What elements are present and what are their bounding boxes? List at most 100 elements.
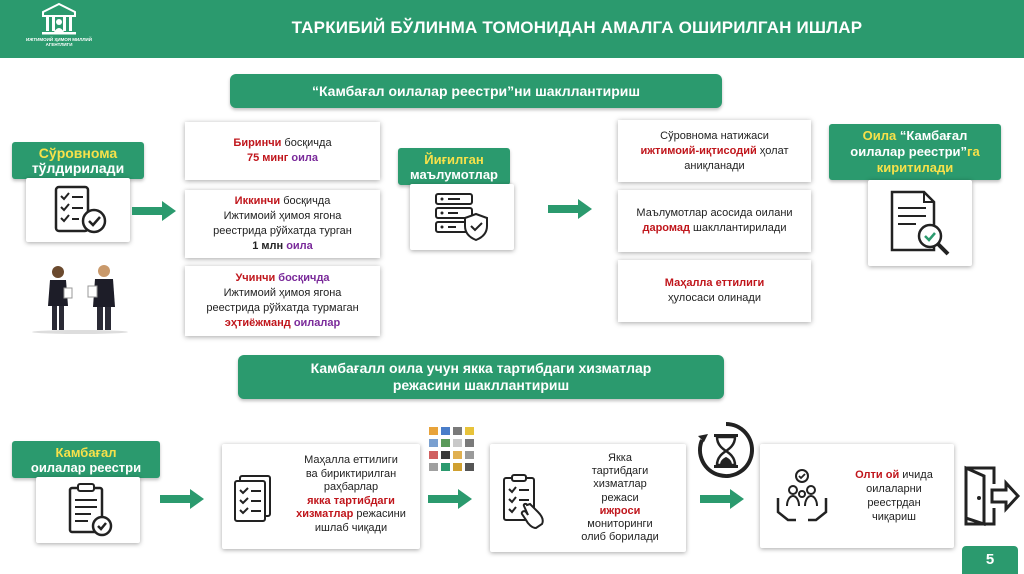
step-1-line-2: ва бириктирилган	[305, 467, 397, 480]
stage-1-line-2: 75 минг оила	[191, 151, 374, 166]
step-1-card: Маҳалла еттилиги ва бириктирилган раҳбар…	[222, 444, 420, 549]
stage-3-text: босқичда	[275, 272, 330, 284]
result-2-card: Маълумотлар асосида оилани даромад шаклл…	[618, 190, 811, 252]
registry-entry-suffix: га	[967, 144, 980, 159]
result-1-card: Сўровнома натижаси ижтимоий-иқтисодий ҳо…	[618, 120, 811, 182]
stage-3-line-4: эҳтиёжманд оилалар	[191, 316, 374, 331]
service-plan-banner: Камбағалл оила учун якка тартибдаги хизм…	[238, 355, 724, 399]
step-1-emphasis-1: якка тартибдаги	[307, 494, 395, 507]
database-icon-card	[410, 184, 514, 250]
arrow-right-icon	[132, 201, 176, 221]
registry-label-line-1: Камбағал	[55, 444, 117, 460]
step-2-card: Якка тартибдаги хизматлар режаси ижроси …	[490, 444, 686, 552]
result-1-line-2: ижтимоий-иқтисодий ҳолат	[624, 144, 805, 159]
step-2-line-6: мониторинги	[587, 518, 653, 531]
stage-1-count: 75 минг	[246, 152, 289, 164]
stage-2-count: 1 млн	[252, 240, 284, 252]
arrow-right-icon	[160, 489, 204, 509]
clipboard-check-icon	[68, 483, 113, 537]
stage-2-emphasis: Иккинчи	[234, 195, 281, 207]
step-3-line-3: реестрдан	[867, 497, 921, 509]
stage-1-line-1: Биринчи босқичда	[191, 136, 374, 151]
result-3-emphasis: Маҳалла еттилиги	[664, 277, 765, 289]
result-2-emphasis: даромад	[642, 222, 690, 234]
document-search-card	[868, 180, 972, 266]
survey-label-line-2: тўлдирилади	[31, 159, 125, 176]
step-2-line-2: тартибдаги	[591, 465, 649, 478]
registry-entry-family: Оила	[862, 128, 900, 143]
stage-1-emphasis: Биринчи	[233, 137, 282, 149]
step-3-text-within: ичида	[899, 469, 933, 481]
header-bar: ИЖТИМОИЙ ҲИМОЯ МИЛЛИЙ АГЕНТЛИГИ ТАРКИБИЙ…	[0, 0, 1024, 58]
collected-data-label: Йиғилган маълумотлар	[398, 148, 510, 185]
result-2-line-2: даромад шакллантирилади	[624, 221, 805, 236]
stage-2-line-3: реестрида рўйхатда турган	[213, 225, 352, 237]
page-title: ТАРКИБИЙ БЎЛИНМА ТОМОНИДАН АМАЛГА ОШИРИЛ…	[291, 18, 863, 37]
documents-checklist-icon	[234, 475, 271, 522]
stage-1-unit: оила	[288, 152, 319, 164]
stage-3-emphasis: Учинчи	[235, 272, 276, 284]
stage-1-card: Биринчи босқичда 75 минг оила	[185, 122, 380, 180]
stage-2-card: Иккинчи босқичда Ижтимоий ҳимоя ягона ре…	[185, 190, 380, 258]
step-1-line-3: раҳбарлар	[323, 481, 379, 493]
arrow-right-icon	[700, 489, 744, 509]
step-1-emphasis-2: хизматлар	[296, 508, 354, 520]
stage-3-card: Учинчи босқичда Ижтимоий ҳимоя ягона рее…	[185, 266, 380, 336]
result-2-text: шакллантирилади	[689, 222, 787, 234]
step-2-line-1: Якка	[608, 452, 632, 464]
result-1-line-1: Сўровнома натижаси	[660, 129, 769, 142]
logo-text-line-2: АГЕНТЛИГИ	[45, 42, 73, 47]
stage-1-text: босқичда	[281, 137, 332, 149]
result-3-card: Маҳалла еттилиги ҳулосаси олинади	[618, 260, 811, 322]
survey-label: Сўровнома тўлдирилади	[12, 142, 144, 179]
stage-2-text: босқичда	[280, 195, 331, 207]
step-1-line-5: хизматлар режасини	[284, 508, 418, 522]
survey-icon-card	[26, 178, 130, 242]
family-care-icon	[776, 469, 828, 522]
agency-logo: ИЖТИМОИЙ ҲИМОЯ МИЛЛИЙ АГЕНТЛИГИ	[14, 2, 104, 56]
checklist-icon	[54, 185, 107, 234]
step-3-line-4: чиқариш	[872, 511, 916, 523]
collected-label-line-2: маълумотлар	[410, 166, 498, 182]
page-number: 5	[962, 546, 1018, 574]
collected-label-line-1: Йиғилган	[424, 151, 484, 167]
poor-family-registry-label: Камбағал оилалар реестри	[12, 441, 160, 478]
step-1-text: Маҳалла еттилиги ва бириктирилган раҳбар…	[284, 454, 418, 535]
stage-2-line-4: 1 млн оила	[191, 239, 374, 254]
database-shield-icon	[435, 193, 488, 242]
step-3-emphasis: Олти ой	[855, 469, 900, 481]
exit-door-icon	[964, 465, 1021, 527]
stage-3-line-2: Ижтимоий ҳимоя ягона	[223, 287, 342, 299]
survey-label-line-1: Сўровнома	[38, 144, 118, 161]
step-2-line-4: режаси	[601, 491, 639, 504]
step-1-line-6: ишлаб чиқади	[314, 521, 388, 534]
document-search-icon	[890, 190, 950, 256]
services-icons-grid	[429, 427, 474, 471]
logo-text: ИЖТИМОИЙ ҲИМОЯ МИЛЛИЙ АГЕНТЛИГИ	[14, 37, 104, 47]
arrow-right-icon	[428, 489, 472, 509]
registry-entry-registry: оилалар реестри”	[850, 144, 968, 159]
stage-3-unit: оилалар	[290, 317, 341, 329]
step-3-line-1: Олти ой ичида	[836, 468, 952, 482]
result-1-emphasis: ижтимоий-иқтисодий	[640, 144, 757, 157]
monitoring-plan-icon	[503, 474, 544, 530]
registry-entry-line-3: киритилади	[876, 160, 954, 175]
stage-3-line-3: реестрида рўйхатда турмаган	[206, 302, 359, 314]
registry-label-line-2: оилалар реестри	[30, 459, 142, 475]
registry-entry-label: Оила “Камбағал оилалар реестри”га кирити…	[829, 124, 1001, 180]
result-2-line-1: Маълумотлар асосида оилани	[636, 207, 793, 219]
step-2-emphasis: ижроси	[599, 504, 641, 517]
service-plan-banner-line-1: Камбағалл оила учун якка тартибдаги хизм…	[310, 360, 652, 376]
step-3-text: Олти ой ичида оилаларни реестрдан чиқари…	[836, 468, 952, 524]
step-2-text: Якка тартибдаги хизматлар режаси ижроси …	[558, 452, 682, 544]
agency-emblem-icon	[42, 2, 76, 35]
step-3-line-2: оилаларни	[866, 483, 922, 495]
stage-3-line-1: Учинчи босқичда	[191, 271, 374, 286]
stage-2-line-2: Ижтимоий ҳимоя ягона	[223, 210, 342, 222]
hourglass-timer-icon	[698, 422, 754, 478]
result-1-text: ҳолат	[756, 144, 789, 157]
arrow-right-icon	[548, 199, 592, 219]
step-1-line-1: Маҳалла еттилиги	[304, 454, 398, 466]
step-2-line-7: олиб борилади	[581, 531, 659, 544]
stage-3-target: эҳтиёжманд	[224, 317, 291, 329]
